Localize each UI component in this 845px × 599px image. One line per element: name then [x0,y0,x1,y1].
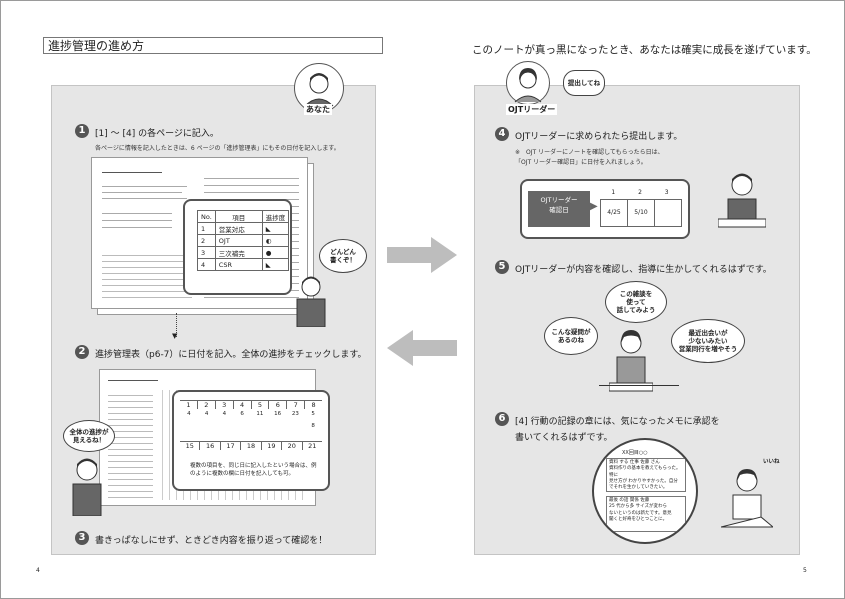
chevron-down-icon: ▼ [172,332,178,340]
col-no: No. [197,210,216,223]
step2-number: 2 [75,345,89,359]
desk-line [599,385,679,386]
dotted-connector [176,313,177,337]
col-progress: 進捗度 [261,210,290,223]
step6-text2: 書いてくれるはずです。 [515,433,613,443]
bubble-overall: 全体の進捗が 見えるね！ [63,420,115,452]
step5-text: OJTリーダーが内容を確認し、指導に生かしてくれるはずです。 [515,265,772,275]
step4-note1: ※ OJT リーダーにノートを確認してもらったら日は、 [515,149,664,156]
leader-figure-3 [720,467,775,531]
worker-figure-2 [67,456,107,517]
step1-text: [1] ～ [4] の各ページに記入。 [95,129,219,139]
step3-text: 書きっぱなしにせず、ときどき内容を振り返って確認を！ [95,536,328,546]
step5-number: 5 [495,260,509,274]
memo-zoom: XX回目○○ 資料 する 仕事 佐藤 さん 資料作りの基本を教えてもらった。特に… [592,438,698,544]
ojt-avatar [506,61,550,105]
bubble-top: この雑談を 使って 話してみよう [605,281,667,323]
confirm-date-zoom: OJTリーダー 確認日 ▶ 1 2 3 4/25 5/10 [520,179,690,239]
person-icon [720,469,775,528]
step4-note2: 「OJT リーダー確認日」に日付を入れましょう。 [515,159,647,166]
bubble-right: 最近出会いが 少ないみたい 営業同行を増やそう [671,319,745,363]
bubble-dondon: どんどん 書くぞ！ [319,239,367,273]
worker-figure-1 [291,273,331,328]
step6-number: 6 [495,412,509,426]
step1-number: 1 [75,124,89,138]
col-item: 項目 [214,210,263,223]
grid-note: 複数の項目を、同じ日に記入したという場合は、例のように複数の欄に日付を記入しても… [190,463,317,478]
ojt-label: OJTリーダー [506,104,558,115]
you-label: あなた [304,104,332,115]
bubble-left: こんな疑問が あるのね [544,317,598,355]
step3-number: 3 [75,531,89,545]
step4-text: OJTリーダーに求められたら提出します。 [515,132,683,142]
arrow-left-icon [387,330,457,366]
person-icon [608,330,654,392]
section-title: 進捗管理の進め方 [43,37,383,54]
bubble-small: いいね [763,459,780,465]
step6-text1: [4] 行動の記録の章には、気になったメモに承認を [515,417,720,427]
headline: このノートが真っ黒になったとき、あなたは確実に成長を遂げています。 [472,44,817,56]
leader-figure-2 [608,327,654,395]
bubble-submit: 提出してね [563,70,605,96]
confirm-label: OJTリーダー 確認日 [528,191,590,227]
person-icon [296,276,326,328]
play-icon: ▶ [590,201,598,212]
step1-note: 各ページに情報を記入したときは、6 ページの「進捗管理表」にもその日付を記入しま… [95,145,340,152]
step4-number: 4 [495,127,509,141]
person-icon [717,173,767,228]
page-number-right: 5 [803,567,807,574]
date-grid-zoom: 1 2 3 4 5 6 7 8 4 4 4 6 11 16 23 5 [172,390,330,491]
step2-text: 進捗管理表（p6-7）に日付を記入。全体の進捗をチェックします。 [95,350,367,360]
leader-figure-1 [717,169,767,229]
arrow-right-icon [387,237,457,273]
page-number-left: 4 [36,567,40,574]
person-icon [514,68,542,103]
person-icon [72,458,102,517]
